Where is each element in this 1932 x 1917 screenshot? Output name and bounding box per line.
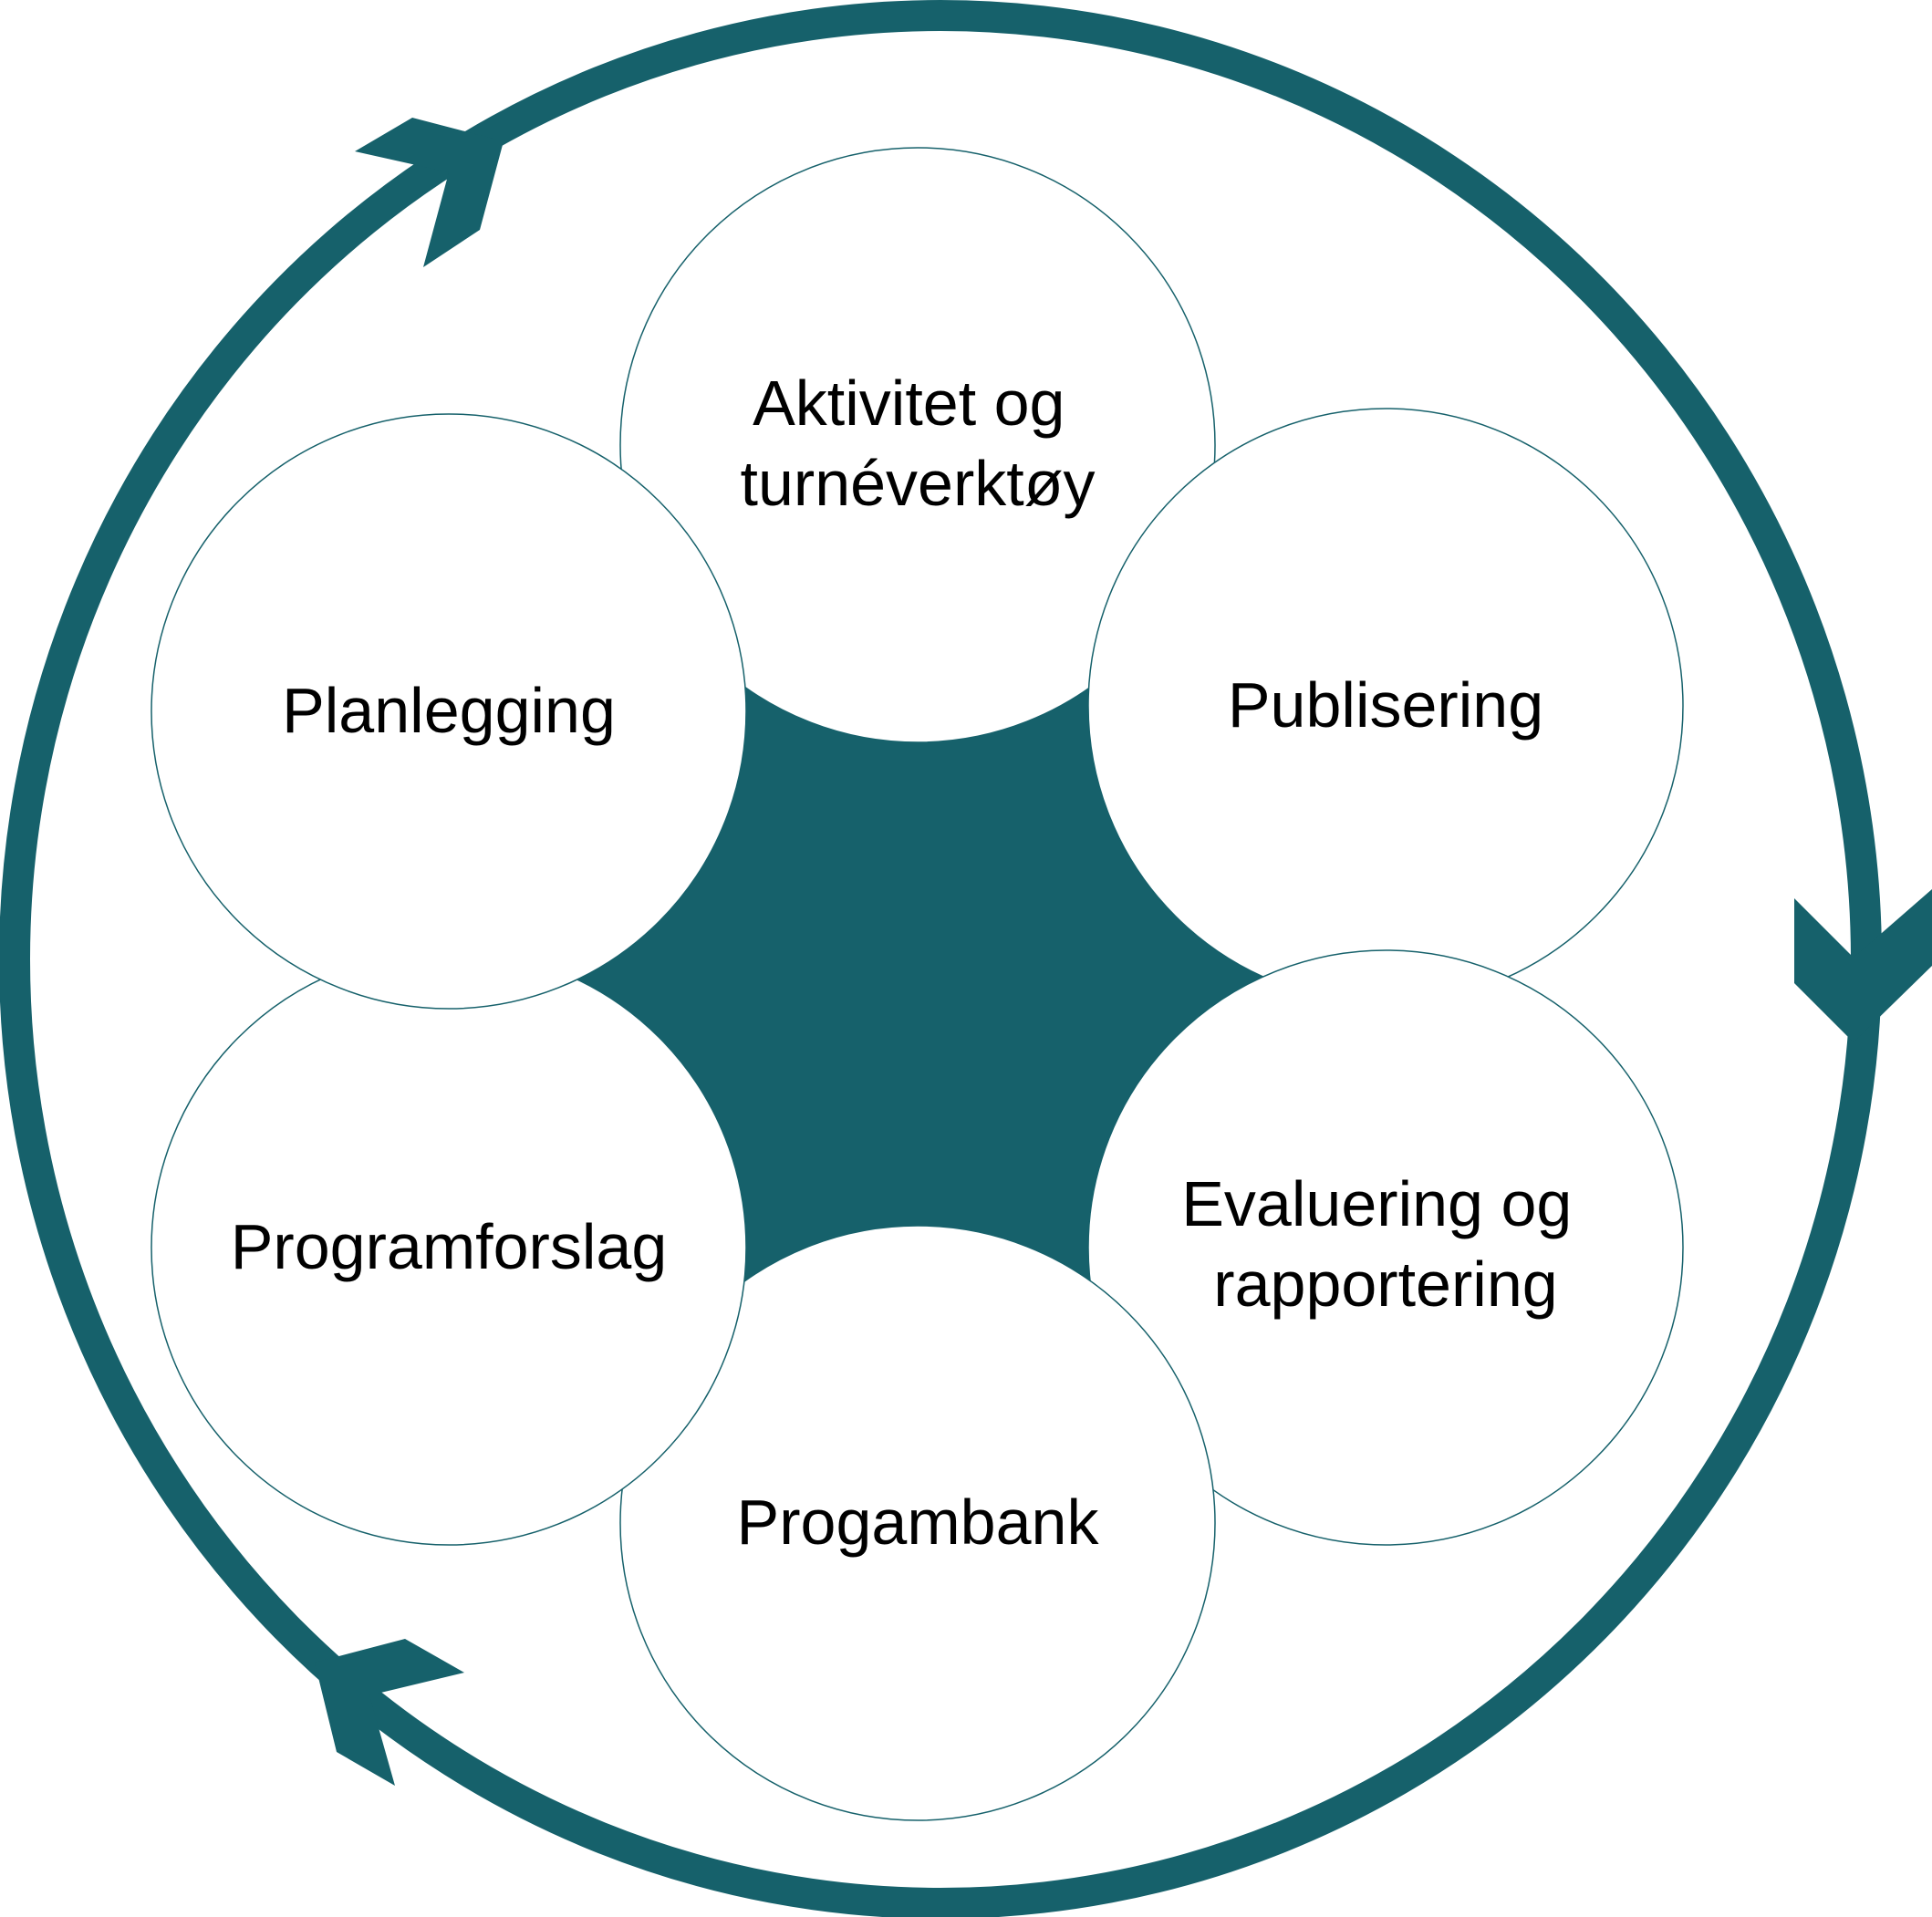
arrow-bottom-left [315,1639,464,1786]
node-label-line: Publisering [1228,669,1543,741]
node-label-line: turnéverktøy [741,448,1096,519]
node-circle-planning[interactable] [151,413,747,1010]
node-label-line: Aktivitet og [753,368,1065,439]
node-label-line: rapportering [1213,1249,1557,1320]
arrow-top-left [355,118,504,267]
node-label-line: Progambank [737,1487,1100,1558]
node-label-line: Evaluering og [1181,1168,1572,1239]
node-label-program-proposal: Programforslag [231,1211,668,1282]
node-label-evaluation-reporting: Evaluering og rapportering [1181,1168,1590,1320]
node-label-program-bank: Progambank [737,1487,1100,1558]
node-circle-evaluation-reporting[interactable] [1087,949,1684,1546]
node-label-planning: Planlegging [282,675,616,746]
arrow-right [1794,889,1932,1042]
node-circle-activity-tour-tool[interactable] [619,147,1216,743]
node-label-line: Planlegging [282,675,616,746]
node-label-activity-tour-tool: Aktivitet og turnéverktøy [741,368,1096,519]
node-label-publishing: Publisering [1228,669,1543,741]
node-label-line: Programforslag [231,1211,668,1282]
node-circle-program-bank[interactable] [619,1225,1216,1821]
